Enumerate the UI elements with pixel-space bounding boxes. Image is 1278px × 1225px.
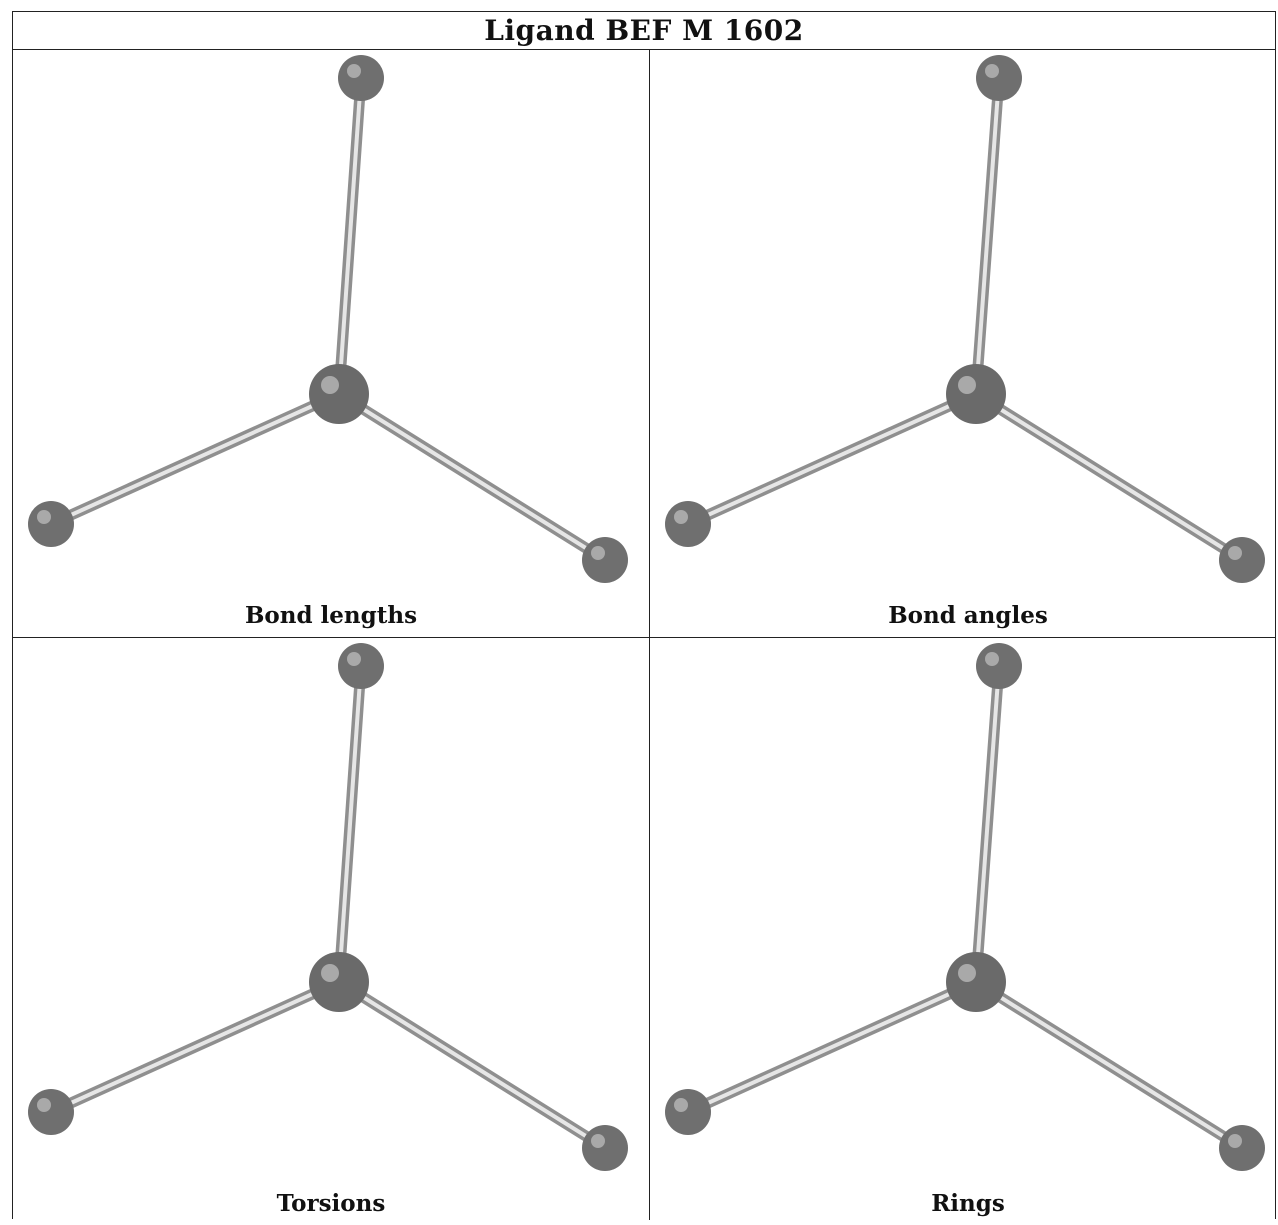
panel-bond-lengths: Bond lengths <box>13 50 649 637</box>
panel-torsions: Torsions <box>13 638 649 1225</box>
molecule-diagram <box>665 643 1265 1171</box>
atom-right <box>1219 537 1265 583</box>
molecule-diagram <box>28 55 628 583</box>
panel-rings: Rings <box>650 638 1278 1225</box>
figure-title: Ligand BEF M 1602 <box>484 14 804 47</box>
atom-right <box>582 537 628 583</box>
caption-rings: Rings <box>931 1190 1005 1217</box>
atom-top <box>976 55 1022 101</box>
atom-left <box>28 501 74 547</box>
caption-bond-angles: Bond angles <box>888 602 1048 629</box>
atom-left <box>665 1089 711 1135</box>
atom-top <box>338 643 384 689</box>
atom-center <box>946 364 1006 424</box>
atom-center <box>309 952 369 1012</box>
panel-bond-angles: Bond angles <box>650 50 1278 637</box>
atom-top <box>338 55 384 101</box>
figure-frame: Ligand BEF M 1602 <box>12 11 1278 1220</box>
caption-torsions: Torsions <box>276 1190 386 1217</box>
molecule-diagram <box>665 55 1265 583</box>
atom-center <box>309 364 369 424</box>
atom-left <box>28 1089 74 1135</box>
title-row: Ligand BEF M 1602 <box>13 12 1275 50</box>
atom-top <box>976 643 1022 689</box>
atom-right <box>582 1125 628 1171</box>
atom-left <box>665 501 711 547</box>
horizontal-divider <box>13 637 1275 638</box>
atom-right <box>1219 1125 1265 1171</box>
caption-bond-lengths: Bond lengths <box>244 602 418 629</box>
atom-center <box>946 952 1006 1012</box>
vertical-divider <box>649 50 650 1220</box>
molecule-diagram <box>28 643 628 1171</box>
